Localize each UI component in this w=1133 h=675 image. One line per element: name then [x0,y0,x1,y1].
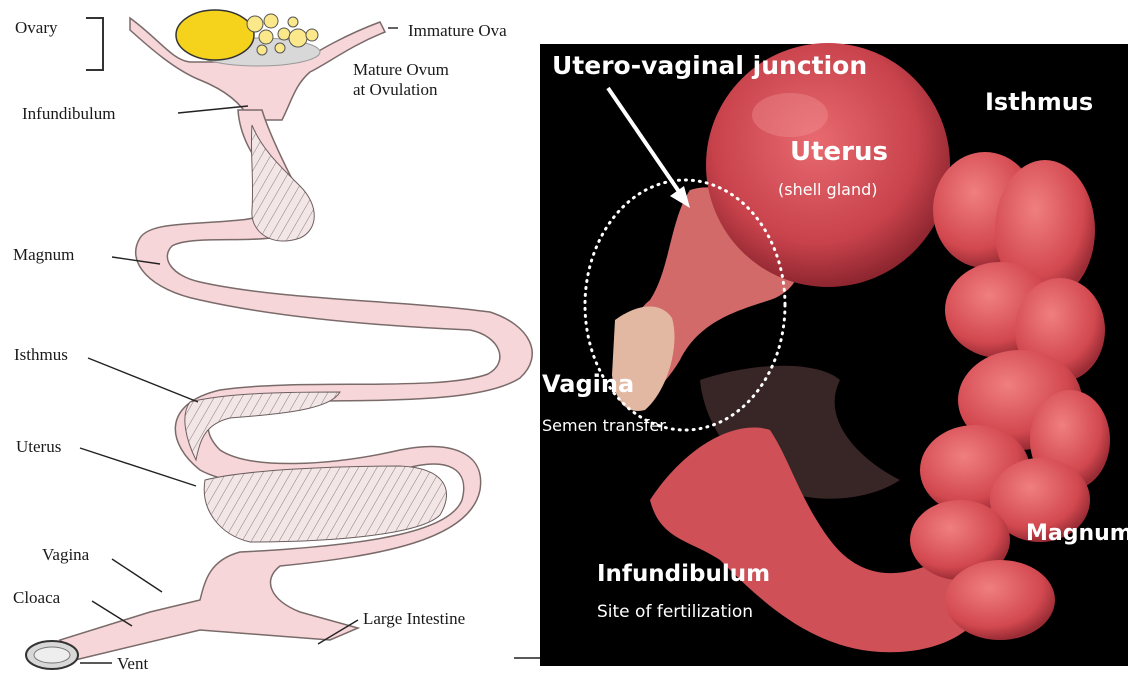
label-mature-ovum-line1: Mature Ovum [353,60,449,79]
label-photo-uterus: Uterus [790,137,888,167]
specimen-photo: Utero-vaginal junction Uterus (shell gla… [540,43,1133,666]
ovary-tissue [130,18,385,120]
infundibulum-hatched-region [251,125,314,241]
label-mature-ovum-line2: at Ovulation [353,80,438,99]
label-infundibulum: Infundibulum [22,104,116,123]
label-shell-gland: (shell gland) [778,180,877,199]
label-photo-magnum: Magnum [1026,521,1133,546]
oviduct-schematic: Ovary Immature Ova Mature Ovum at Ovulat… [13,10,540,673]
label-magnum: Magnum [13,245,74,264]
label-vagina: Vagina [42,545,90,564]
label-cloaca: Cloaca [13,588,61,607]
mature-ovum-yolk [176,10,254,60]
label-semen-transfer: Semen transfer [542,416,666,435]
label-pointers [80,28,540,663]
ovary-bracket [86,18,103,70]
vent-inner [34,647,70,663]
label-large-intestine: Large Intestine [363,609,465,628]
uterus-highlight [752,93,828,137]
label-utero-vaginal-junction: Utero-vaginal junction [552,51,867,80]
label-ovary: Ovary [15,18,58,37]
label-photo-isthmus: Isthmus [985,88,1093,116]
label-photo-vagina: Vagina [542,370,634,398]
label-site-of-fertilization: Site of fertilization [597,602,753,622]
label-isthmus: Isthmus [14,345,68,364]
label-photo-infundibulum: Infundibulum [597,561,770,587]
uterus-hatched-region [204,466,446,542]
label-uterus: Uterus [16,437,61,456]
label-vent: Vent [117,654,148,673]
label-immature-ova: Immature Ova [408,21,507,40]
